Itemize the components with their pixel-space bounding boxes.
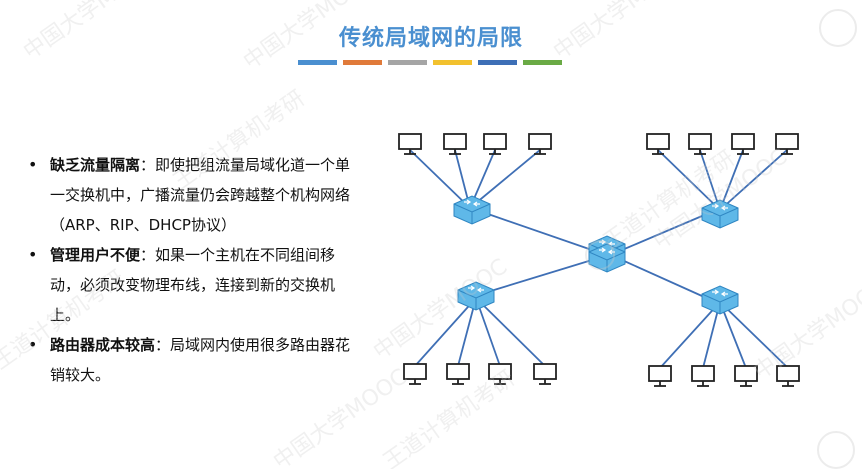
computer-icon	[775, 133, 799, 155]
computer-icon	[443, 133, 467, 155]
computer-icon	[488, 363, 512, 385]
computer-icon	[776, 365, 800, 387]
switch-icon	[701, 199, 739, 229]
slide-title: 传统局域网的局限	[338, 26, 523, 51]
color-bar-segment	[433, 60, 472, 65]
title-color-bar	[298, 60, 562, 65]
list-item: 管理用户不便：如果一个主机在不同组间移动，必须改变物理布线，连接到新的交换机上。	[28, 240, 358, 330]
computer-icon	[734, 365, 758, 387]
network-topology-diagram	[398, 133, 800, 387]
watermark-logo	[817, 431, 855, 469]
computer-icon	[403, 363, 427, 385]
bullet-text: 局域网内使用很多路由器花销较大。	[50, 336, 351, 384]
list-item: 缺乏流量隔离：即使把组流量局域化道一个单一交换机中，广播流量仍会跨越整个机构网络…	[28, 150, 358, 240]
computer-icon	[648, 365, 672, 387]
color-bar-segment	[478, 60, 517, 65]
computer-icon	[688, 133, 712, 155]
computer-icon	[691, 365, 715, 387]
color-bar-segment	[343, 60, 382, 65]
color-bar-segment	[523, 60, 562, 65]
bullet-separator: ：	[140, 246, 156, 264]
bullet-text: 如果一个主机在不同组间移动，必须改变物理布线，连接到新的交换机上。	[50, 246, 336, 324]
computer-icon	[528, 133, 552, 155]
computer-icon	[446, 363, 470, 385]
switch-icon	[701, 285, 739, 315]
bullet-separator: ：	[155, 336, 171, 354]
bullet-heading: 管理用户不便	[50, 246, 141, 264]
switch-icon	[457, 281, 495, 311]
list-item: 路由器成本较高：局域网内使用很多路由器花销较大。	[28, 330, 358, 390]
switch-icon	[453, 195, 491, 225]
color-bar-segment	[388, 60, 427, 65]
limitation-list: 缺乏流量隔离：即使把组流量局域化道一个单一交换机中，广播流量仍会跨越整个机构网络…	[28, 150, 358, 390]
bullet-text: 即使把组流量局域化道一个单一交换机中，广播流量仍会跨越整个机构网络（ARP、RI…	[50, 156, 351, 234]
bullet-heading: 路由器成本较高	[50, 336, 156, 354]
computer-icon	[483, 133, 507, 155]
color-bar-segment	[298, 60, 337, 65]
network-links	[409, 149, 789, 369]
computer-icon	[731, 133, 755, 155]
bullet-heading: 缺乏流量隔离	[50, 156, 141, 174]
computer-icon	[533, 363, 557, 385]
computer-icon	[646, 133, 670, 155]
computer-icon	[398, 133, 422, 155]
bullet-separator: ：	[140, 156, 156, 174]
